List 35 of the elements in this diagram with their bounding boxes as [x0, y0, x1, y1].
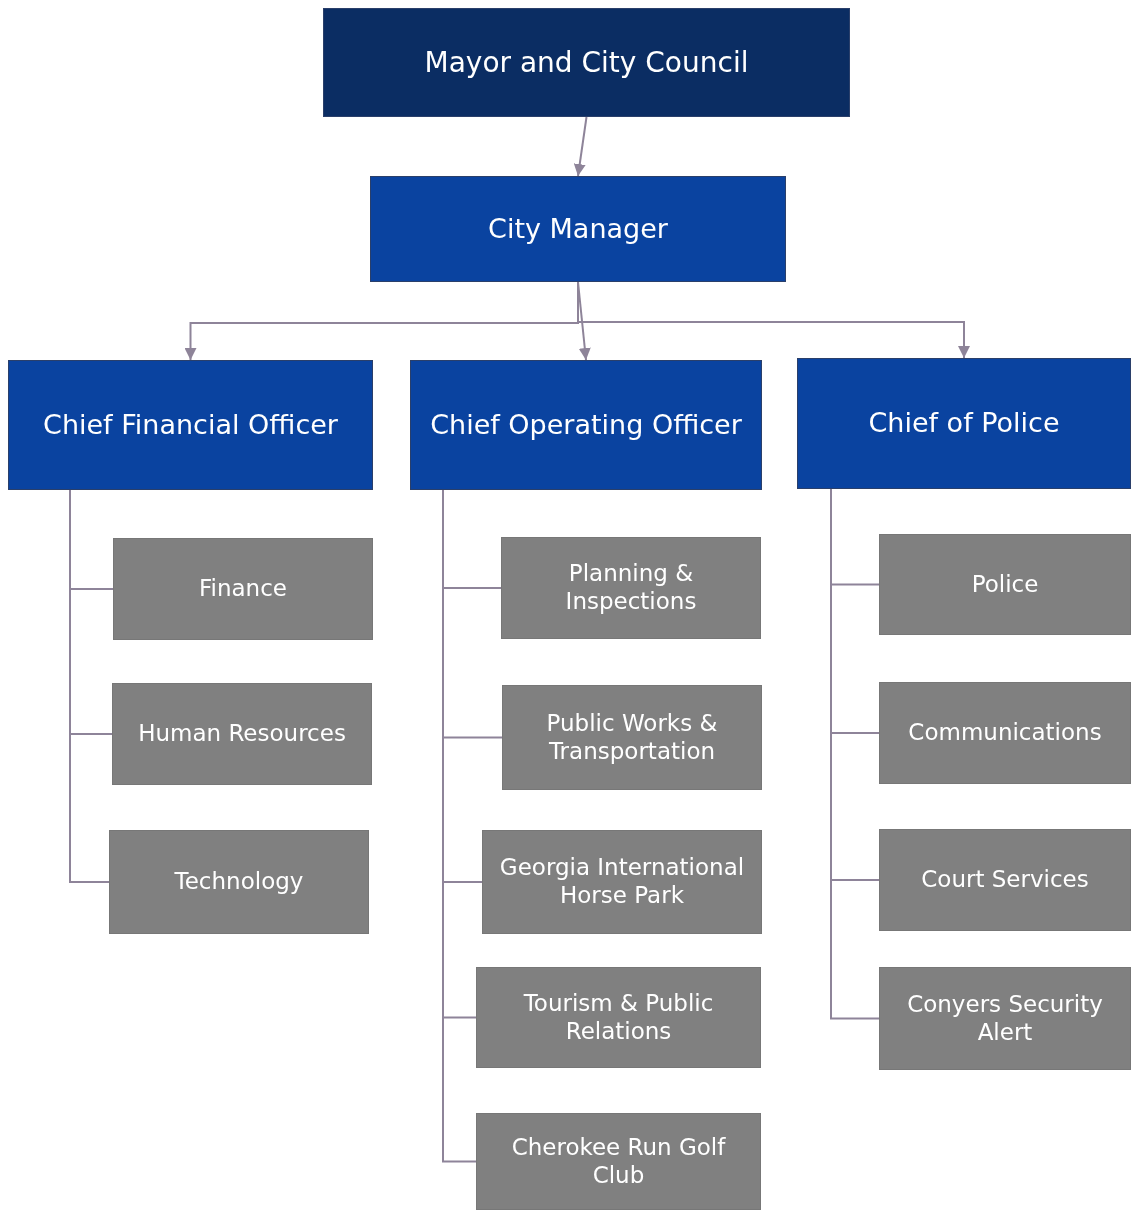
- department-box: [879, 829, 1131, 931]
- unit-name: Cherokee Run Golf Club: [510, 1133, 727, 1190]
- unit-name: Technology: [174, 868, 304, 896]
- department-box: [879, 967, 1131, 1070]
- department-box: [482, 830, 762, 934]
- unit-name: Chief Financial Officer: [43, 408, 338, 442]
- department-box: [113, 538, 373, 640]
- unit-name: Human Resources: [138, 720, 346, 748]
- unit-name: Conyers Security Alert: [906, 990, 1104, 1047]
- department-box: [501, 537, 761, 639]
- leader-box: [370, 176, 786, 282]
- leader-box: [323, 8, 850, 117]
- arrow: [573, 116, 588, 177]
- department-box: [879, 534, 1131, 635]
- unit-name: City Manager: [488, 212, 668, 246]
- unit-name: Planning & Inspections: [564, 560, 698, 616]
- department-box: [109, 830, 369, 934]
- department-box: [476, 967, 761, 1068]
- unit-name: Tourism & Public Relations: [522, 989, 715, 1046]
- officer-box: [797, 358, 1131, 489]
- unit-name: Court Services: [921, 866, 1089, 894]
- department-box: [879, 682, 1131, 784]
- department-box: [476, 1113, 761, 1210]
- department-box: [502, 685, 762, 790]
- unit-name: Public Works & Transportation: [545, 709, 719, 766]
- unit-name: Communications: [908, 719, 1102, 747]
- officer-box: [8, 360, 373, 490]
- unit-name: Mayor and City Council: [424, 45, 749, 80]
- unit-name: Chief Operating Officer: [430, 408, 742, 442]
- unit-name: Finance: [199, 575, 287, 603]
- department-box: [112, 683, 372, 785]
- unit-name: Chief of Police: [868, 407, 1060, 440]
- officer-box: [410, 360, 762, 490]
- unit-name: Police: [971, 570, 1039, 599]
- unit-name: Georgia International Horse Park: [498, 854, 746, 910]
